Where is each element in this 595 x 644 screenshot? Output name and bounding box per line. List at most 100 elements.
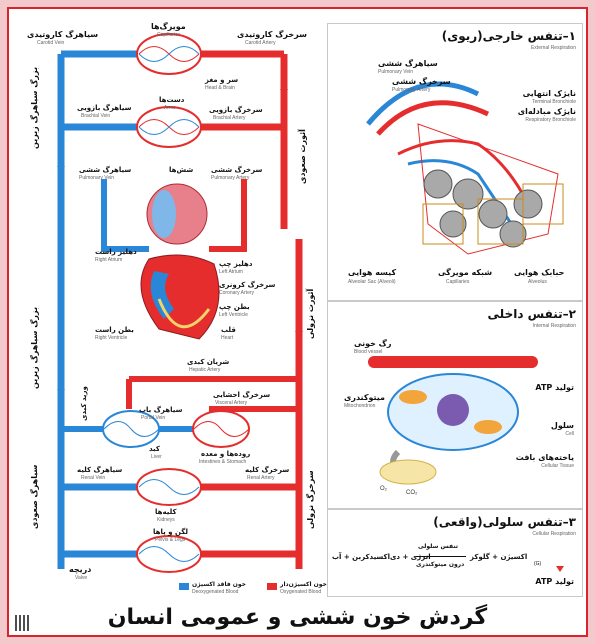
label-arms-en: Arms	[164, 106, 176, 111]
label-carotid-vein-en: Carotid Vein	[37, 41, 64, 46]
label-head-brain-en: Head & Brain	[205, 86, 235, 91]
label-heart: قلب	[221, 327, 236, 334]
label-pulmonary-vein: سیاهرگ ششی	[79, 167, 131, 174]
label-renal-vein: سیاهرگ کلیه	[77, 467, 122, 474]
int-mitochondrion: میتوکندری	[344, 394, 385, 402]
panel-external-respiration: ۱–تنفس خارجی(ریوی) External Respiration …	[327, 23, 583, 301]
legend-oxygenated-en: Oxygenated Blood	[280, 590, 321, 595]
int-blood-vessel-en: Blood vessel	[354, 350, 382, 355]
label-head-brain: سر و مغز	[205, 77, 238, 84]
label-intestines: روده‌ها و معده	[201, 451, 250, 458]
eq-top: تنفس سلولی	[418, 544, 458, 550]
cellular-heading: ۳–تنفس سلولی(واقعی)	[433, 516, 576, 528]
label-carotid-artery: سرخرگ کاروتیدی	[237, 31, 307, 39]
label-left-ventricle: بطن چپ	[219, 304, 250, 311]
label-visceral-artery: سرخرگ احشایی	[213, 392, 270, 399]
label-superior-vena-cava: بزرگ سیاهرگ زبرین	[31, 67, 39, 149]
legend-deoxygenated-en: Deoxygenated Blood	[192, 590, 238, 595]
label-capillaries-en: Capillaries	[157, 33, 180, 38]
capillary-bed-kidneys	[137, 469, 201, 505]
label-carotid-vein: سیاهرگ کاروتیدی	[27, 31, 98, 39]
label-right-ventricle: بطن راست	[95, 327, 134, 334]
label-kidneys: کلیه‌ها	[155, 509, 177, 516]
panel-cellular-respiration: ۳–تنفس سلولی(واقعی) Cellular Respiration…	[327, 509, 583, 597]
cellular-heading-en: Cellular Respiration	[532, 532, 576, 537]
eq-bottom: درون میتوکندری	[416, 562, 464, 568]
label-inferior-vena-cava: بزرگ سیاهرگ زیرین	[31, 307, 39, 389]
label-brachial-vein: سیاهرگ بازویی	[77, 105, 132, 112]
legend-deoxygenated: خون فاقد اکسیژن	[192, 582, 246, 588]
label-left-ventricle-en: Left Ventricle	[219, 313, 248, 318]
int-cell: سلول	[551, 422, 574, 430]
down-arrow-icon	[556, 566, 564, 572]
cellular-atp: تولید ATP	[535, 578, 574, 586]
eq-arrow	[416, 556, 466, 557]
label-left-atrium: دهلیز چپ	[219, 261, 252, 268]
ext-pulmonary-vein-en: Pulmonary Vein	[378, 70, 413, 75]
heart-graphic	[141, 255, 219, 339]
int-blood-vessel: رگ خونی	[354, 340, 391, 348]
poster-frame: سیاهرگ کاروتیدی Carotid Vein مویرگ‌ها Ca…	[7, 7, 588, 637]
label-right-atrium-en: Right Atrium	[95, 258, 122, 263]
ext-alveolus: حبابک هوایی	[514, 269, 564, 277]
label-portal-vein: سیاهرگ باب	[139, 407, 182, 414]
label-intestines-en: Intestines & Stomach	[199, 460, 246, 465]
capillary-bed-head	[137, 34, 201, 74]
ext-capillaries-en: Capillaries	[446, 280, 469, 285]
eq-g: (G)	[534, 562, 541, 567]
int-atp: تولید ATP	[535, 384, 574, 392]
label-coronary-artery-en: Coronary Artery	[219, 291, 254, 296]
lung-alveoli-graphic	[328, 24, 582, 300]
label-carotid-artery-en: Carotid Artery	[245, 41, 276, 46]
eq-right: اکسیژن + گلوکز	[470, 554, 527, 561]
label-hepatic-vein: ورید کبدی	[81, 386, 88, 421]
panel-internal-respiration: ۲–تنفس داخلی Internal Respiration رگ خون…	[327, 301, 583, 509]
label-renal-artery: سرخرگ کلیه	[245, 467, 289, 474]
ext-pulmonary-artery: سرخرگ ششی	[392, 78, 451, 86]
label-brachial-vein-en: Brachial Vein	[81, 114, 110, 119]
ext-terminal-bronchiole-en: Terminal Bronchiole	[532, 100, 576, 105]
label-valve-en: Valve	[75, 576, 87, 581]
lungs-graphic	[147, 184, 207, 244]
ext-respiratory-bronchiole: نایژک مبادله‌ای	[518, 108, 576, 116]
label-descending-aorta: آئورت نزولی	[307, 289, 315, 339]
label-pulmonary-vein-en: Pulmonary Vein	[79, 176, 114, 181]
ext-alveolus-en: Alveolus	[528, 280, 547, 285]
label-descending-artery: سرخرگ نزولی	[307, 470, 315, 529]
label-right-atrium: دهلیز راست	[95, 249, 137, 256]
label-brachial-artery: سرخرگ بازویی	[209, 107, 263, 114]
label-ascending-vein: سیاهرگ صعودی	[31, 465, 39, 529]
label-valve: دریچه	[69, 566, 91, 574]
int-gas-co2: CO₂	[406, 490, 417, 496]
label-legs-en: Pelvis & Legs	[155, 538, 185, 543]
label-ascending-aorta: آئورت صعودی	[299, 129, 307, 184]
label-hepatic-artery-en: Hepatic Artery	[189, 368, 220, 373]
label-capillaries: مویرگ‌ها	[151, 23, 186, 31]
label-pulmonary-artery-en: Pulmonary Artery	[211, 176, 249, 181]
page-title: گردش خون ششی و عمومی انسان	[9, 605, 586, 630]
label-liver-en: Liver	[151, 455, 162, 460]
ext-pulmonary-vein: سیاهرگ ششی	[378, 60, 438, 68]
ext-terminal-bronchiole: نایژک انتهایی	[523, 90, 576, 98]
int-mitochondrion-en: Mitochondrion	[344, 404, 375, 409]
ext-alveolar-sac: کیسه هوایی	[348, 269, 396, 277]
ext-capillaries: شبکه مویرگی	[438, 269, 492, 277]
label-heart-en: Heart	[221, 336, 233, 341]
ext-pulmonary-artery-en: Pulmonary Artery	[392, 88, 430, 93]
label-left-atrium-en: Left Atrium	[219, 270, 243, 275]
label-visceral-artery-en: Visceral Artery	[215, 401, 247, 406]
label-hepatic-artery: شریان کبدی	[187, 359, 229, 366]
label-pulmonary-artery: سرخرگ ششی	[211, 167, 262, 174]
label-brachial-artery-en: Brachial Artery	[213, 116, 246, 121]
label-right-ventricle-en: Right Ventricle	[95, 336, 127, 341]
label-liver: کبد	[149, 446, 160, 453]
capillary-bed-arms	[137, 107, 201, 147]
int-cell-en: Cell	[565, 432, 574, 437]
label-arms: دست‌ها	[159, 97, 184, 104]
label-coronary-artery: سرخرگ کرونری	[219, 282, 275, 289]
int-tissue-en: Cellular Tissue	[541, 464, 574, 469]
int-gas-o2: O₂	[380, 486, 387, 492]
capillary-bed-intestines	[193, 411, 249, 447]
label-legs: لگن و پاها	[153, 529, 188, 536]
label-renal-vein-en: Renal Vein	[81, 476, 105, 481]
